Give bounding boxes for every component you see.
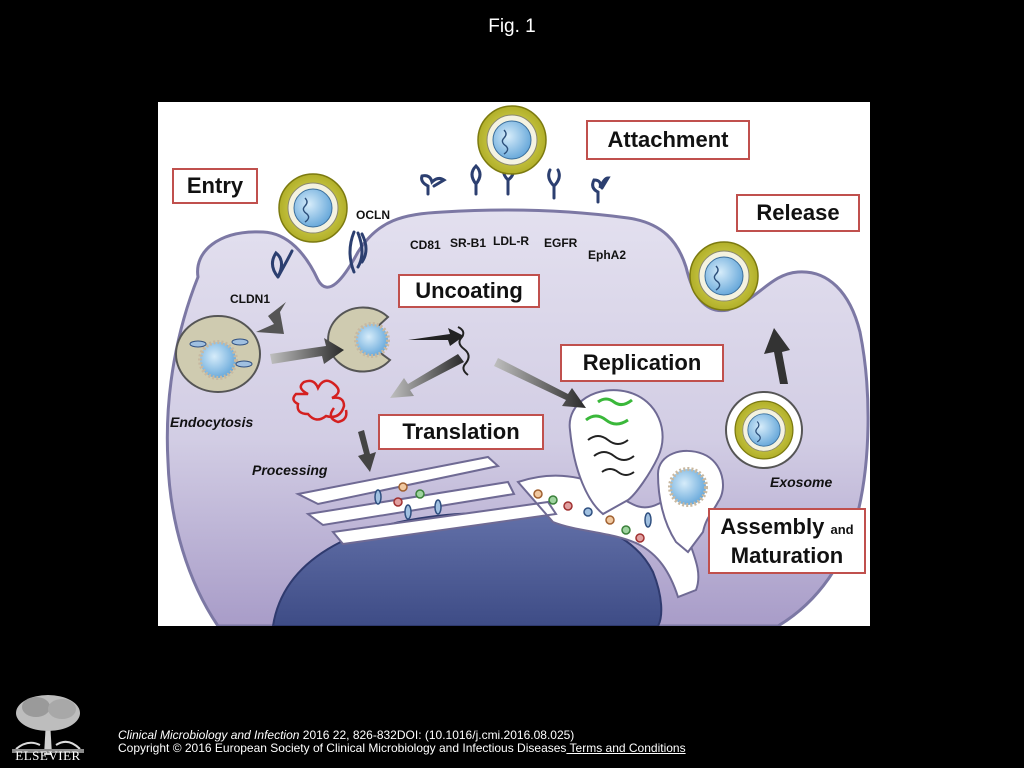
process-label-endocytosis: Endocytosis bbox=[170, 414, 254, 430]
receptor-label-epha2: EphA2 bbox=[588, 248, 627, 262]
receptor-label-egfr: EGFR bbox=[544, 236, 578, 250]
viral-proteins bbox=[374, 482, 652, 543]
process-label-processing: Processing bbox=[252, 462, 328, 478]
stage-release-label: Release bbox=[736, 194, 860, 232]
assembly-word: Assembly bbox=[720, 513, 825, 539]
stage-translation-label: Translation bbox=[378, 414, 544, 450]
translated-rna bbox=[292, 379, 346, 421]
citation-details: 2016 22, 826-832DOI: (10.1016/j.cmi.2016… bbox=[299, 728, 575, 742]
process-label-exosome: Exosome bbox=[770, 474, 833, 490]
citation: Clinical Microbiology and Infection 2016… bbox=[118, 729, 574, 742]
exosome-virion bbox=[734, 400, 794, 460]
copyright-text: Copyright © 2016 European Society of Cli… bbox=[118, 741, 567, 755]
stage-uncoating-label: Uncoating bbox=[398, 274, 540, 308]
stage-replication-label: Replication bbox=[560, 344, 724, 382]
receptor-label-ocln: OCLN bbox=[356, 208, 390, 222]
maturation-word: Maturation bbox=[730, 542, 844, 568]
stage-assembly-maturation-label: Assembly and Maturation bbox=[708, 508, 866, 574]
copyright-notice: Copyright © 2016 European Society of Cli… bbox=[118, 742, 688, 755]
viral-rna bbox=[457, 326, 470, 376]
terms-and-conditions-link[interactable]: Terms and Conditions bbox=[566, 741, 686, 755]
replication-compartment bbox=[568, 389, 664, 516]
attachment-virion bbox=[477, 105, 547, 175]
elsevier-wordmark: ELSEVIER bbox=[15, 748, 81, 763]
process-arrows bbox=[256, 302, 790, 472]
journal-name: Clinical Microbiology and Infection bbox=[118, 728, 300, 742]
assembly-and-word: and bbox=[830, 521, 854, 537]
receptor-label-cldn1: CLDN1 bbox=[230, 292, 271, 306]
receptor-label-ldlr: LDL-R bbox=[493, 234, 529, 248]
receptor-label-srb1: SR-B1 bbox=[450, 236, 487, 250]
stage-entry-label: Entry bbox=[172, 168, 258, 204]
figure-panel: Attachment Entry Release Uncoating Repli… bbox=[158, 102, 870, 626]
receptor-label-cd81: CD81 bbox=[410, 238, 441, 252]
stage-attachment-label: Attachment bbox=[586, 120, 750, 160]
elsevier-tree-logo bbox=[8, 691, 88, 755]
release-virion bbox=[689, 241, 759, 311]
entry-virion bbox=[278, 173, 348, 243]
figure-title: Fig. 1 bbox=[488, 16, 536, 37]
